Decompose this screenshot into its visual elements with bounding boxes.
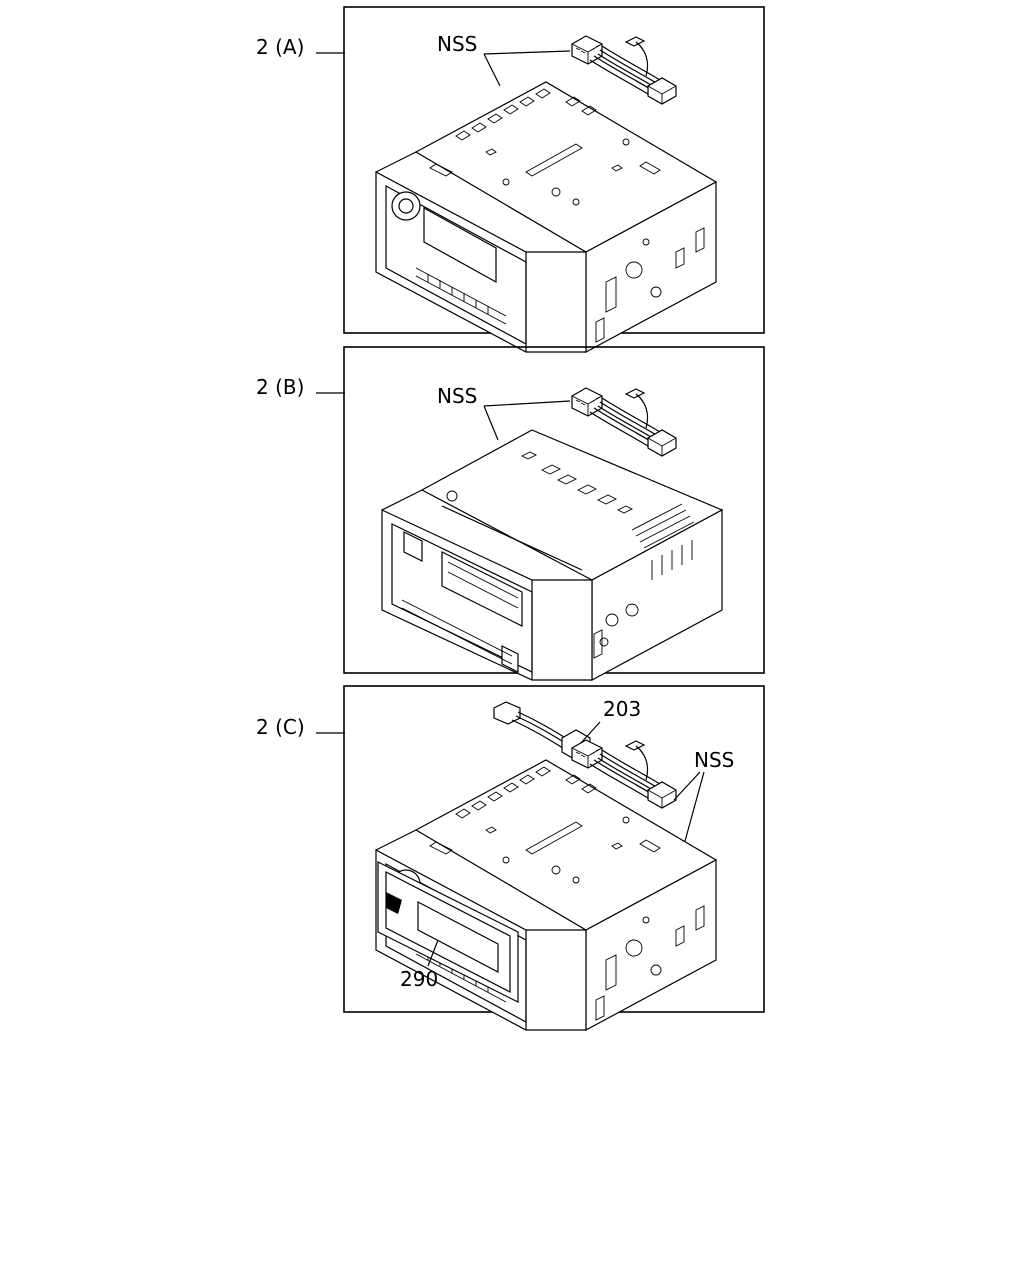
callout-leader-nss-a [483, 50, 571, 87]
wiring-harness-b [571, 387, 677, 457]
callout-leader-290 [427, 939, 439, 967]
variant-label-b: 2 (B) [256, 375, 304, 399]
variant-label-c: 2 (C) [256, 715, 305, 739]
panel-a: 2 (A) NSS [256, 6, 765, 353]
panel-b: 2 (B) NSS [256, 346, 765, 681]
callout-leader-nss-c [673, 771, 705, 853]
callout-leader-nss-b [483, 400, 571, 441]
callout-203: 203 [603, 697, 641, 721]
callout-290: 290 [400, 967, 438, 991]
wiring-harness-a [571, 35, 677, 105]
callout-nss-a: NSS [437, 32, 477, 56]
callout-nss-c: NSS [694, 748, 734, 772]
panel-c: 2 (C) 203 NSS 290 [256, 685, 765, 1031]
callout-nss-b: NSS [437, 384, 477, 408]
callout-leader-203 [579, 721, 601, 745]
variant-label-a: 2 (A) [256, 35, 304, 59]
head-unit-b [381, 429, 723, 681]
head-unit-a [375, 81, 717, 353]
